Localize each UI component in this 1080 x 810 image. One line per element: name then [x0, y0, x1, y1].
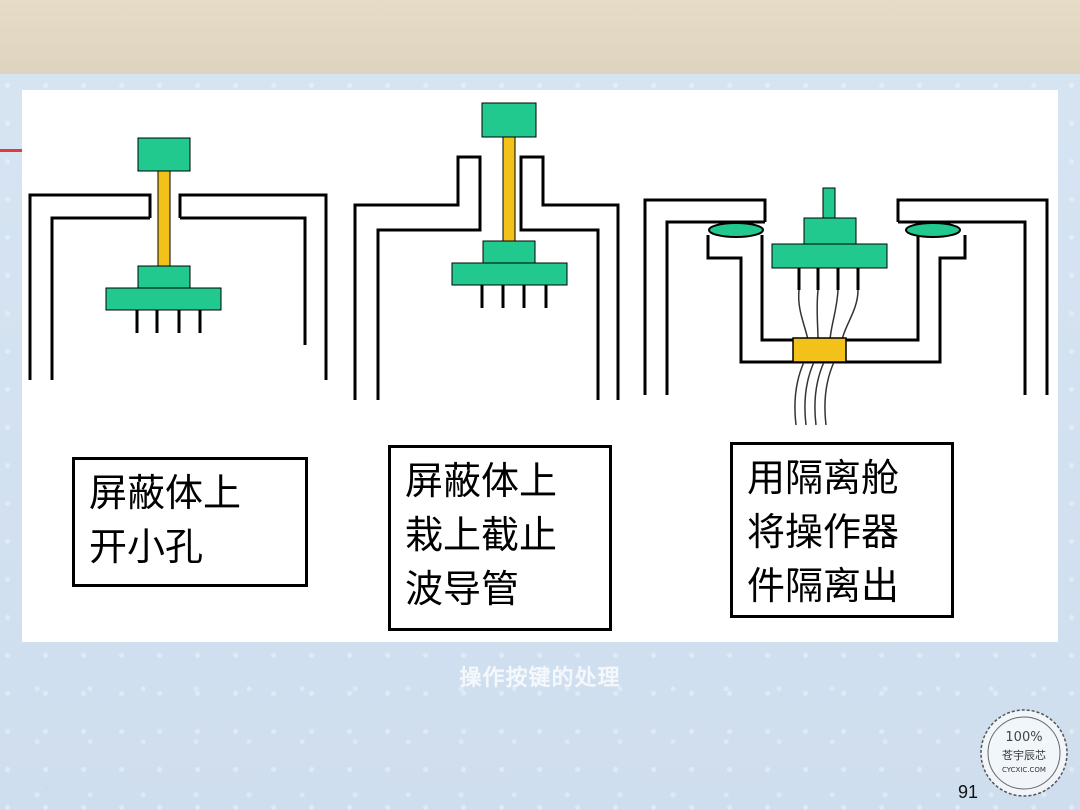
label-1-line-1: 屏蔽体上 [89, 471, 242, 515]
board-2 [451, 262, 568, 286]
svg-text:苍宇辰芯: 苍宇辰芯 [1002, 748, 1046, 762]
shield-inner-left-3 [665, 220, 765, 395]
wires-3 [794, 289, 859, 426]
label-box-1: 屏蔽体上 开小孔 [72, 457, 308, 587]
red-accent-line [0, 149, 22, 152]
board-3 [771, 243, 888, 269]
pins-3 [797, 268, 860, 290]
label-box-2: 屏蔽体上 栽上截止 波导管 [388, 445, 612, 631]
board-1 [105, 287, 222, 311]
shield-inner-right-1 [180, 216, 307, 345]
svg-text:100%: 100% [1005, 730, 1042, 745]
label-1-line-2: 开小孔 [89, 525, 204, 569]
shield-outer-left-1 [28, 193, 152, 380]
component-1 [105, 137, 222, 333]
page-number: 91 [958, 782, 979, 802]
svg-text:CYCXIC.COM: CYCXIC.COM [1002, 766, 1046, 774]
mount-block-3 [803, 217, 857, 245]
label-2-line-2: 栽上截止 [405, 513, 558, 557]
top-decorative-band [0, 0, 1080, 74]
shield-outer-right-2 [519, 155, 620, 400]
figure-waveguide [353, 155, 620, 400]
slide-marker-star: * [44, 786, 49, 797]
label-3-line-3: 件隔离出 [747, 564, 900, 608]
shield-inner-right-3 [898, 220, 1027, 395]
mount-block-2 [482, 240, 536, 264]
knob-stem-3 [822, 187, 836, 219]
knob-top-2 [481, 102, 537, 138]
label-2-line-1: 屏蔽体上 [405, 459, 558, 503]
shield-outer-left-3 [643, 198, 767, 395]
component-3 [708, 187, 961, 426]
feedthrough-filter-3 [792, 337, 847, 363]
watermark-seal-icon: 100% 苍宇辰芯 CYCXIC.COM [980, 709, 1068, 797]
shaft-2 [502, 136, 516, 242]
pins-2 [480, 285, 548, 308]
figure-small-hole [28, 193, 328, 380]
shaft-1 [157, 170, 171, 267]
gasket-left-3 [708, 222, 764, 238]
mount-block-1 [137, 265, 191, 289]
pins-1 [135, 310, 202, 333]
slide-caption: 操作按键的处理 [459, 665, 621, 691]
shield-outer-left-2 [353, 155, 482, 400]
component-2 [451, 102, 568, 308]
gasket-right-3 [905, 222, 961, 238]
label-3-line-1: 用隔离舱 [747, 456, 900, 500]
shield-outer-right-1 [178, 193, 328, 380]
knob-top-1 [137, 137, 191, 172]
shield-outer-right-3 [896, 198, 1049, 395]
shield-inner-left-1 [50, 216, 150, 380]
label-3-line-2: 将操作器 [747, 510, 900, 554]
label-box-3: 用隔离舱 将操作器 件隔离出 [730, 442, 954, 618]
label-2-line-3: 波导管 [405, 567, 520, 611]
